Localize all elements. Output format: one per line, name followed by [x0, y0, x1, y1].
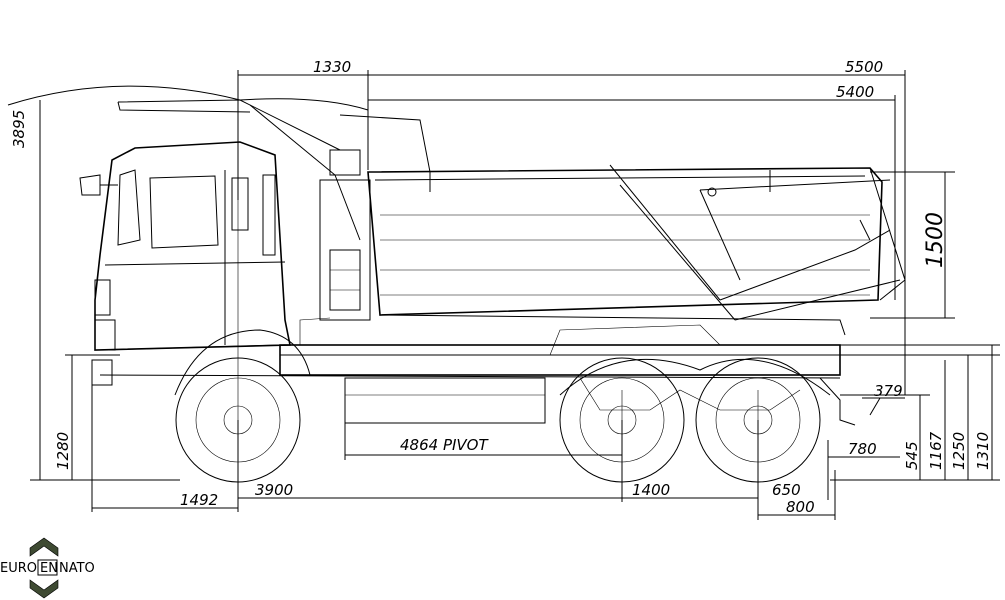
dim-3900: 3900: [255, 481, 293, 499]
raised-body-outline: [117, 99, 901, 321]
dim-1330: 1330: [313, 58, 351, 76]
dim-780: 780: [848, 440, 877, 458]
dim-1167: 1167: [927, 431, 945, 470]
dim-379: 379: [874, 382, 903, 400]
dim-650: 650: [772, 481, 801, 499]
dim-1400: 1400: [632, 481, 670, 499]
dim-1280-lines: [65, 354, 120, 480]
axle-guides: [237, 100, 759, 480]
dim-1310: 1310: [974, 432, 992, 470]
dim-pivot: 4864 PIVOT: [400, 436, 489, 454]
logo-text-nato: NATO: [59, 561, 95, 576]
rear-wheel-1: [559, 357, 685, 483]
dim-5400: 5400: [836, 83, 874, 101]
wheels: [174, 329, 831, 483]
rear-wheel-2: [695, 357, 821, 483]
dim-3895: 3895: [10, 110, 28, 148]
dim-1500-lines: [870, 171, 955, 319]
logo-chevron-top: [29, 537, 59, 557]
logo-text-euro: EURO: [0, 561, 37, 576]
dim-1280: 1280: [54, 432, 72, 470]
chassis-frame: [99, 149, 856, 426]
rear-overhang-dims: [827, 397, 905, 500]
dim-5500: 5500: [845, 58, 883, 76]
dump-body: [367, 167, 906, 336]
right-vertical-dims: [830, 344, 1000, 481]
truck-cab: [79, 141, 291, 386]
left-height-dimension: [7, 85, 369, 481]
logo-text-en: EN: [40, 561, 58, 576]
top-dimensions: [237, 70, 906, 395]
dim-545: 545: [903, 441, 921, 470]
dim-1492: 1492: [180, 491, 218, 509]
logo-chevron-bottom: [29, 579, 59, 599]
dim-1500: 1500: [923, 212, 948, 268]
dim-1250: 1250: [950, 432, 968, 470]
logo-en-box: [37, 559, 58, 576]
dim-800: 800: [786, 498, 815, 516]
euro-en-nato-logo: EURO EN NATO: [0, 537, 95, 599]
